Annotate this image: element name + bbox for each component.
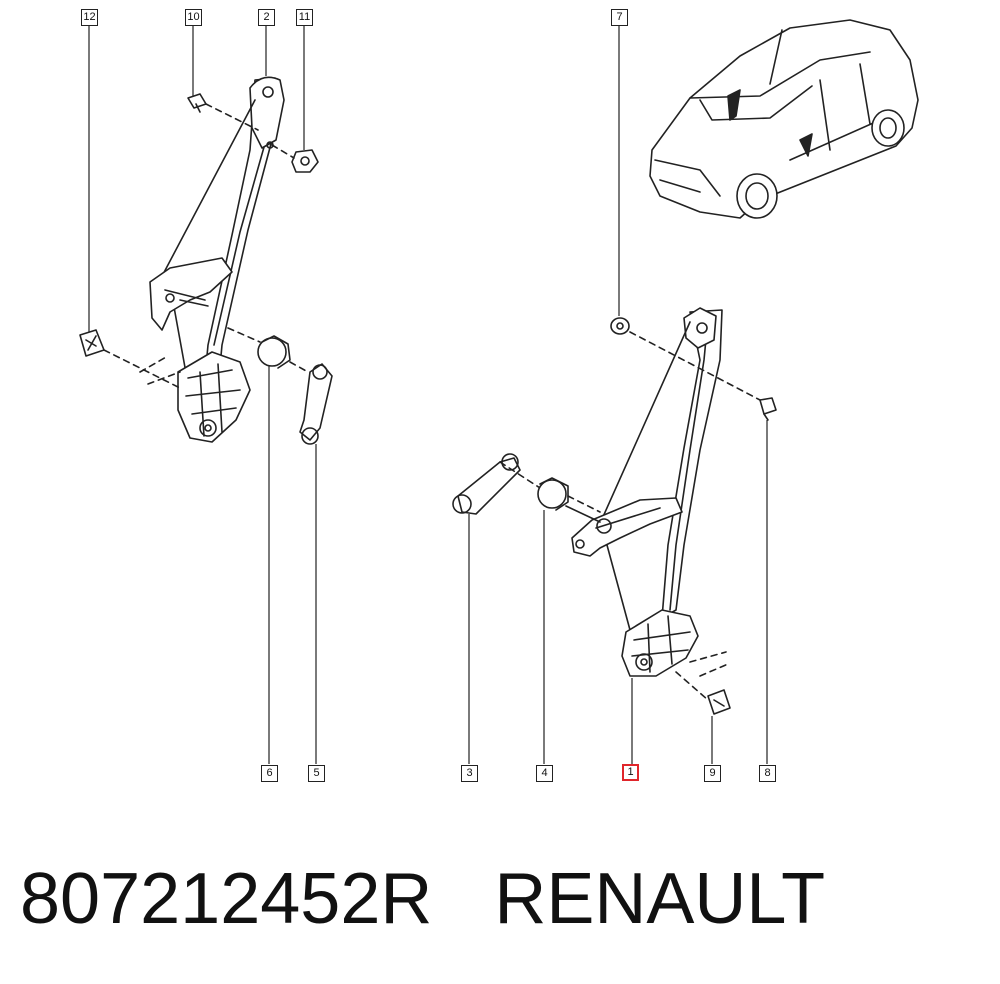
part-number: 807212452R xyxy=(20,859,433,939)
bushing-part-4 xyxy=(537,477,601,513)
handle-part-3 xyxy=(452,453,541,515)
callout-7[interactable]: 7 xyxy=(611,9,628,26)
clip-part-12 xyxy=(79,329,181,389)
nut-part-11 xyxy=(271,144,319,173)
bushing-part-6 xyxy=(227,327,291,369)
clip-part-9 xyxy=(675,651,731,715)
washer-part-7 xyxy=(610,317,761,401)
car-illustration xyxy=(649,19,919,219)
callout-3[interactable]: 3 xyxy=(461,765,478,782)
brand-name: RENAULT xyxy=(494,859,826,939)
bolt-part-8 xyxy=(759,397,777,421)
callout-8[interactable]: 8 xyxy=(759,765,776,782)
window-regulator-diagram xyxy=(79,19,919,764)
callout-10[interactable]: 10 xyxy=(185,9,202,26)
callout-1-highlighted[interactable]: 1 xyxy=(622,764,639,781)
callout-2[interactable]: 2 xyxy=(258,9,275,26)
callout-11[interactable]: 11 xyxy=(296,9,313,26)
callout-6[interactable]: 6 xyxy=(261,765,278,782)
bolt-part-10 xyxy=(187,93,259,131)
leader-lines xyxy=(88,26,768,764)
right-regulator-assembly xyxy=(565,307,723,677)
callout-4[interactable]: 4 xyxy=(536,765,553,782)
left-regulator-assembly xyxy=(149,76,285,443)
callout-12[interactable]: 12 xyxy=(81,9,98,26)
callout-9[interactable]: 9 xyxy=(704,765,721,782)
callout-5[interactable]: 5 xyxy=(308,765,325,782)
part-caption: 807212452R RENAULT xyxy=(20,858,825,948)
handle-part-5 xyxy=(289,361,333,445)
